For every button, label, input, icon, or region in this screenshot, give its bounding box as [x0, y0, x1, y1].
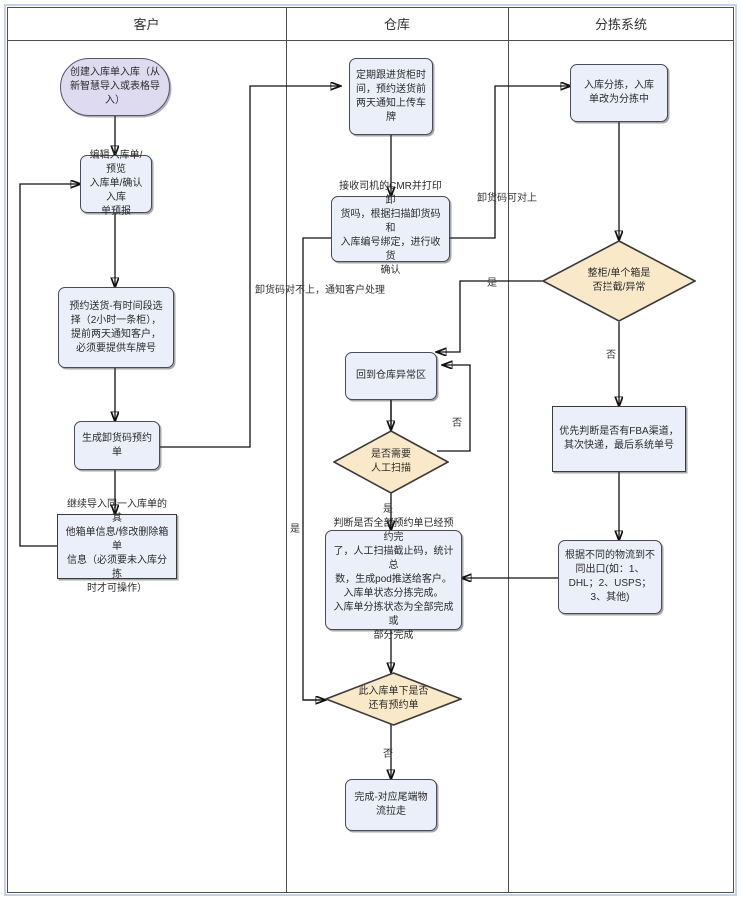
node-need-manual-scan-label: 是否需要 人工扫描 [371, 449, 411, 474]
edge-label-manual-scan-yes: 是 [383, 504, 393, 515]
edge-label-more-bookings-yes: 是 [290, 524, 300, 535]
node-edit-preview-confirm-order[interactable]: 编辑入库单/预览 入库单/确认入库 单预报 [80, 150, 152, 217]
edge-label-unload-code-mismatch: 卸货码对不上，通知客户处理 [255, 285, 385, 296]
node-channel-priority-fba[interactable]: 优先判断是否有FBA渠道， 其次快递，最后系统单号 [552, 406, 686, 472]
swimlane-pool-inner-border [7, 7, 734, 893]
node-import-modify-packing-list[interactable]: 继续导入同一入库单的其 他箱单信息/修改删除箱单 信息（必须要未入库分拣 时才可… [57, 499, 177, 594]
lane-divider-2 [508, 7, 509, 893]
node-create-inbound-order[interactable]: 创建入库单入库（从 新智慧导入或表格导 入） [60, 58, 170, 116]
edge-label-unload-code-match: 卸货码可对上 [477, 193, 537, 204]
lane-header-warehouse-label: 仓库 [383, 17, 410, 32]
diamond-shape-manual-scan [333, 430, 449, 494]
diamond-shape-more-bookings [325, 672, 462, 726]
edge-label-more-bookings-no: 否 [383, 749, 393, 760]
lane-header-warehouse: 仓库 [286, 7, 508, 41]
node-generate-unload-code-order[interactable]: 生成卸货码预约 单 [74, 421, 160, 470]
node-inbound-sorting-status-change[interactable]: 入库分拣，入库 单改为分拣中 [570, 64, 668, 122]
node-need-manual-scan-decision[interactable]: 是否需要 人工扫描 [333, 430, 449, 494]
diamond-shape-intercept [542, 240, 696, 322]
node-receive-cmr-print-unload-code[interactable]: 接收司机的CMR并打印卸 货吗，根据扫描卸货码和 入库编号绑定，进行收货 确认 [331, 181, 450, 276]
node-return-warehouse-exception-area[interactable]: 回到仓库异常区 [345, 352, 437, 400]
node-more-bookings-label: 此入库单下是否 还有预约单 [358, 686, 429, 711]
lane-header-customer-label: 客户 [133, 17, 160, 32]
node-check-all-bookings-complete[interactable]: 判断是否全部预约单已经预约完 了，人工扫描截止码，统计总 数，生成pod推送给客… [325, 518, 462, 641]
lane-header-customer: 客户 [7, 7, 286, 41]
lane-divider-1 [286, 7, 287, 893]
lane-header-sorting-label: 分拣系统 [594, 17, 647, 32]
node-route-to-exit-by-carrier[interactable]: 根据不同的物流到不 同出口(如：1、 DHL；2、USPS； 3、其他) [558, 540, 662, 614]
node-complete-last-mile-pickup[interactable]: 完成-对应尾端物 流拉走 [345, 779, 437, 831]
edge-label-intercept-no: 否 [606, 350, 616, 361]
node-booking-delivery[interactable]: 预约送货-有时间段选 择（2小时一条柜）， 提前两天通知客户， 必须要提供车牌号 [58, 287, 174, 368]
node-intercept-exception-decision[interactable]: 整柜/单个箱是 否拦截/异常 [542, 240, 696, 322]
node-more-bookings-decision[interactable]: 此入库单下是否 还有预约单 [325, 672, 462, 726]
edge-label-manual-scan-no: 否 [452, 418, 462, 429]
node-intercept-exception-label: 整柜/单个箱是 否拦截/异常 [587, 268, 651, 293]
node-track-container-notify-plate[interactable]: 定期跟进货柜时 间，预约送货前 两天通知上传车 牌 [349, 58, 433, 135]
edge-label-intercept-yes: 是 [487, 278, 497, 289]
lane-header-sorting: 分拣系统 [508, 7, 734, 41]
